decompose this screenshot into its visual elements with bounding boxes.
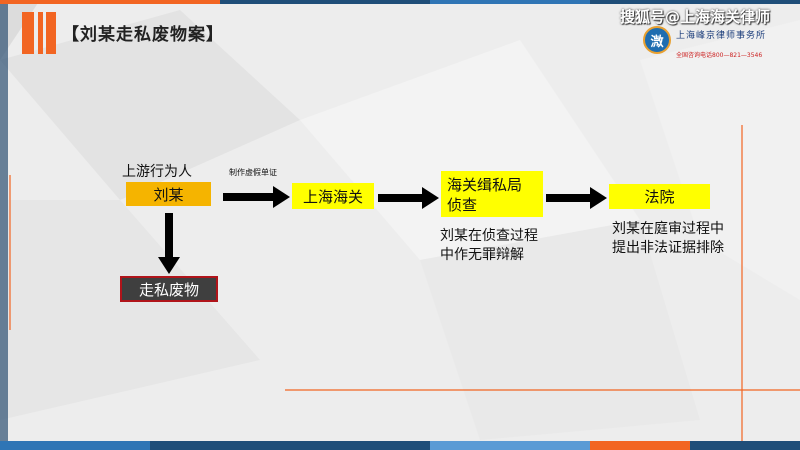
firm-name: 上海峰京律师事务所 [676,31,767,41]
customs-box: 上海海关 [292,183,374,209]
bureau-note: 刘某在侦查过程 中作无罪辩解 [440,227,538,265]
arrow-to-court [546,187,607,209]
court-note: 刘某在庭审过程中 提出非法证据排除 [612,220,724,258]
liu-box: 刘某 [126,182,211,206]
watermark-brand: 搜狐号@上海海关律师 [620,8,771,26]
court-box: 法院 [609,184,710,209]
court-note-line1: 刘某在庭审过程中 [612,221,724,237]
firm-logo-icon: 溦 [643,26,671,54]
waste-box: 走私废物 [120,276,218,302]
firm-phone: 全国咨询电话800—821—3546 [676,52,763,59]
bureau-note-line1: 刘某在侦查过程 [440,228,538,244]
page-title: 【刘某走私废物案】 [62,25,224,45]
bureau-box-line1: 海关缉私局 [447,176,523,194]
bureau-box-line2: 侦查 [447,196,478,214]
cert-label: 制作虚假单证 [229,168,277,177]
arrow-to-customs [223,186,290,208]
bureau-box: 海关缉私局 侦查 [441,171,543,217]
bureau-note-line2: 中作无罪辩解 [440,247,524,263]
court-note-line2: 提出非法证据排除 [612,240,724,256]
upstream-label: 上游行为人 [122,164,192,180]
arrow-to-bureau [378,187,439,209]
arrow-to-waste [158,213,180,274]
